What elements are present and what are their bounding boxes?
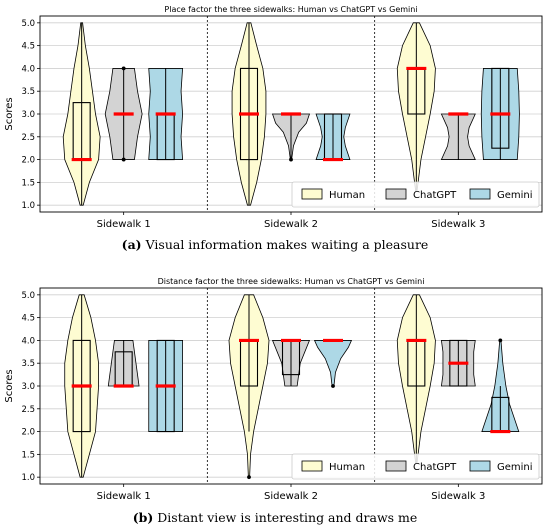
ytick-label-0: 1.0 [21,201,35,211]
outlier-human-2-0 [247,475,251,480]
y-axis-label: Scores [4,369,15,402]
legend-box [291,181,540,208]
legend-label-human: Human [329,190,365,201]
caption-b: (b) Distant view is interesting and draw… [0,510,550,525]
ytick-label-1: 1.5 [21,178,35,188]
caption-b-text: Distant view is interesting and draws me [157,510,418,525]
caption-a-text: Visual information makes waiting a pleas… [145,237,429,252]
ytick-label-7: 4.5 [21,42,35,52]
legend-swatch-chatgpt [385,460,407,472]
legend-swatch-gemini [469,188,491,200]
legend-label-chatgpt: ChatGPT [413,462,457,473]
category-label-sidewalk-3: Sidewalk 3 [431,219,485,230]
category-label-sidewalk-2: Sidewalk 2 [264,219,318,230]
legend-label-chatgpt: ChatGPT [413,190,457,201]
legend-label-human: Human [329,462,365,473]
caption-a: (a) Visual information makes waiting a p… [0,237,550,252]
caption-b-label: (b) [132,510,154,525]
legend-swatch-human [301,188,323,200]
outlier-gemini-2-0 [331,384,335,388]
caption-a-label: (a) [121,237,142,252]
violin-gemini-2 [313,340,353,387]
category-label-sidewalk-3: Sidewalk 3 [431,491,485,502]
legend-swatch-chatgpt [385,188,407,200]
ytick-label-5: 3.5 [21,359,35,369]
box-gemini-3 [491,67,510,149]
legend-label-gemini: Gemini [497,462,533,473]
category-label-sidewalk-2: Sidewalk 2 [264,491,318,502]
ytick-label-6: 4.0 [21,64,35,74]
ytick-label-8: 5.0 [21,19,35,29]
ytick-label-4: 3.0 [21,110,35,120]
outlier-gemini-3-0 [498,338,503,343]
legend-swatch-human [301,460,323,472]
ytick-label-2: 2.0 [21,156,35,166]
outlier-chatgpt-1-1 [121,66,126,71]
y-axis-label: Scores [4,97,15,130]
ytick-label-2: 2.0 [21,428,35,438]
outlier-chatgpt-2-0 [289,157,293,162]
ytick-label-7: 4.5 [21,314,35,324]
ytick-label-4: 3.0 [21,382,35,392]
legend-box [291,453,540,480]
outlier-chatgpt-1-0 [121,157,126,162]
ytick-label-0: 1.0 [21,473,35,483]
legend-label-gemini: Gemini [497,190,533,201]
ytick-label-3: 2.5 [21,133,35,143]
ytick-label-3: 2.5 [21,405,35,415]
chart-title: Place factor the three sidewalks: Human … [164,5,417,14]
ytick-label-1: 1.5 [21,450,35,460]
ytick-label-8: 5.0 [21,291,35,301]
ytick-label-5: 3.5 [21,87,35,97]
ytick-label-6: 4.0 [21,336,35,346]
category-label-sidewalk-1: Sidewalk 1 [97,219,151,230]
category-label-sidewalk-1: Sidewalk 1 [97,491,151,502]
legend-swatch-gemini [469,460,491,472]
chart-title: Distance factor the three sidewalks: Hum… [158,277,425,286]
